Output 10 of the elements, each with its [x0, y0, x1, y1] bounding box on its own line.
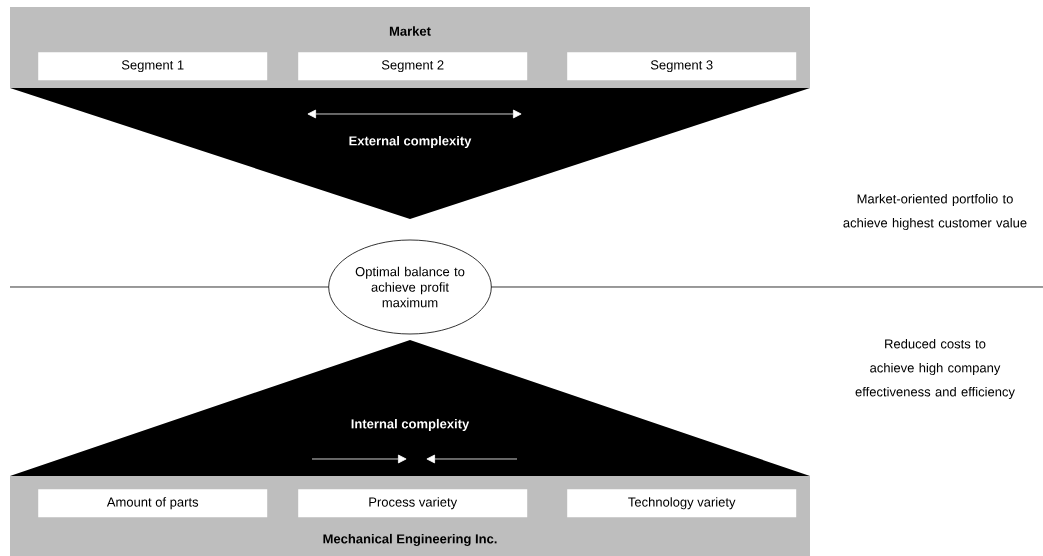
segment-box: Process variety — [298, 489, 528, 518]
segment-box: Amount of parts — [38, 489, 268, 518]
complexity-triangle: External complexity — [10, 88, 810, 219]
side-note: Reduced costs to achieve high company effectiveness and efficiency — [855, 338, 1015, 400]
side-note: Market-oriented portfolio to achieve highest customer value — [843, 193, 1027, 231]
segment-box: Segment 1 — [38, 52, 268, 81]
complexity-triangle: Internal complexity — [10, 340, 810, 476]
segment-box: Technology variety — [567, 489, 797, 518]
segment-box: Segment 2 — [298, 52, 528, 81]
segment-box: Segment 3 — [567, 52, 797, 81]
